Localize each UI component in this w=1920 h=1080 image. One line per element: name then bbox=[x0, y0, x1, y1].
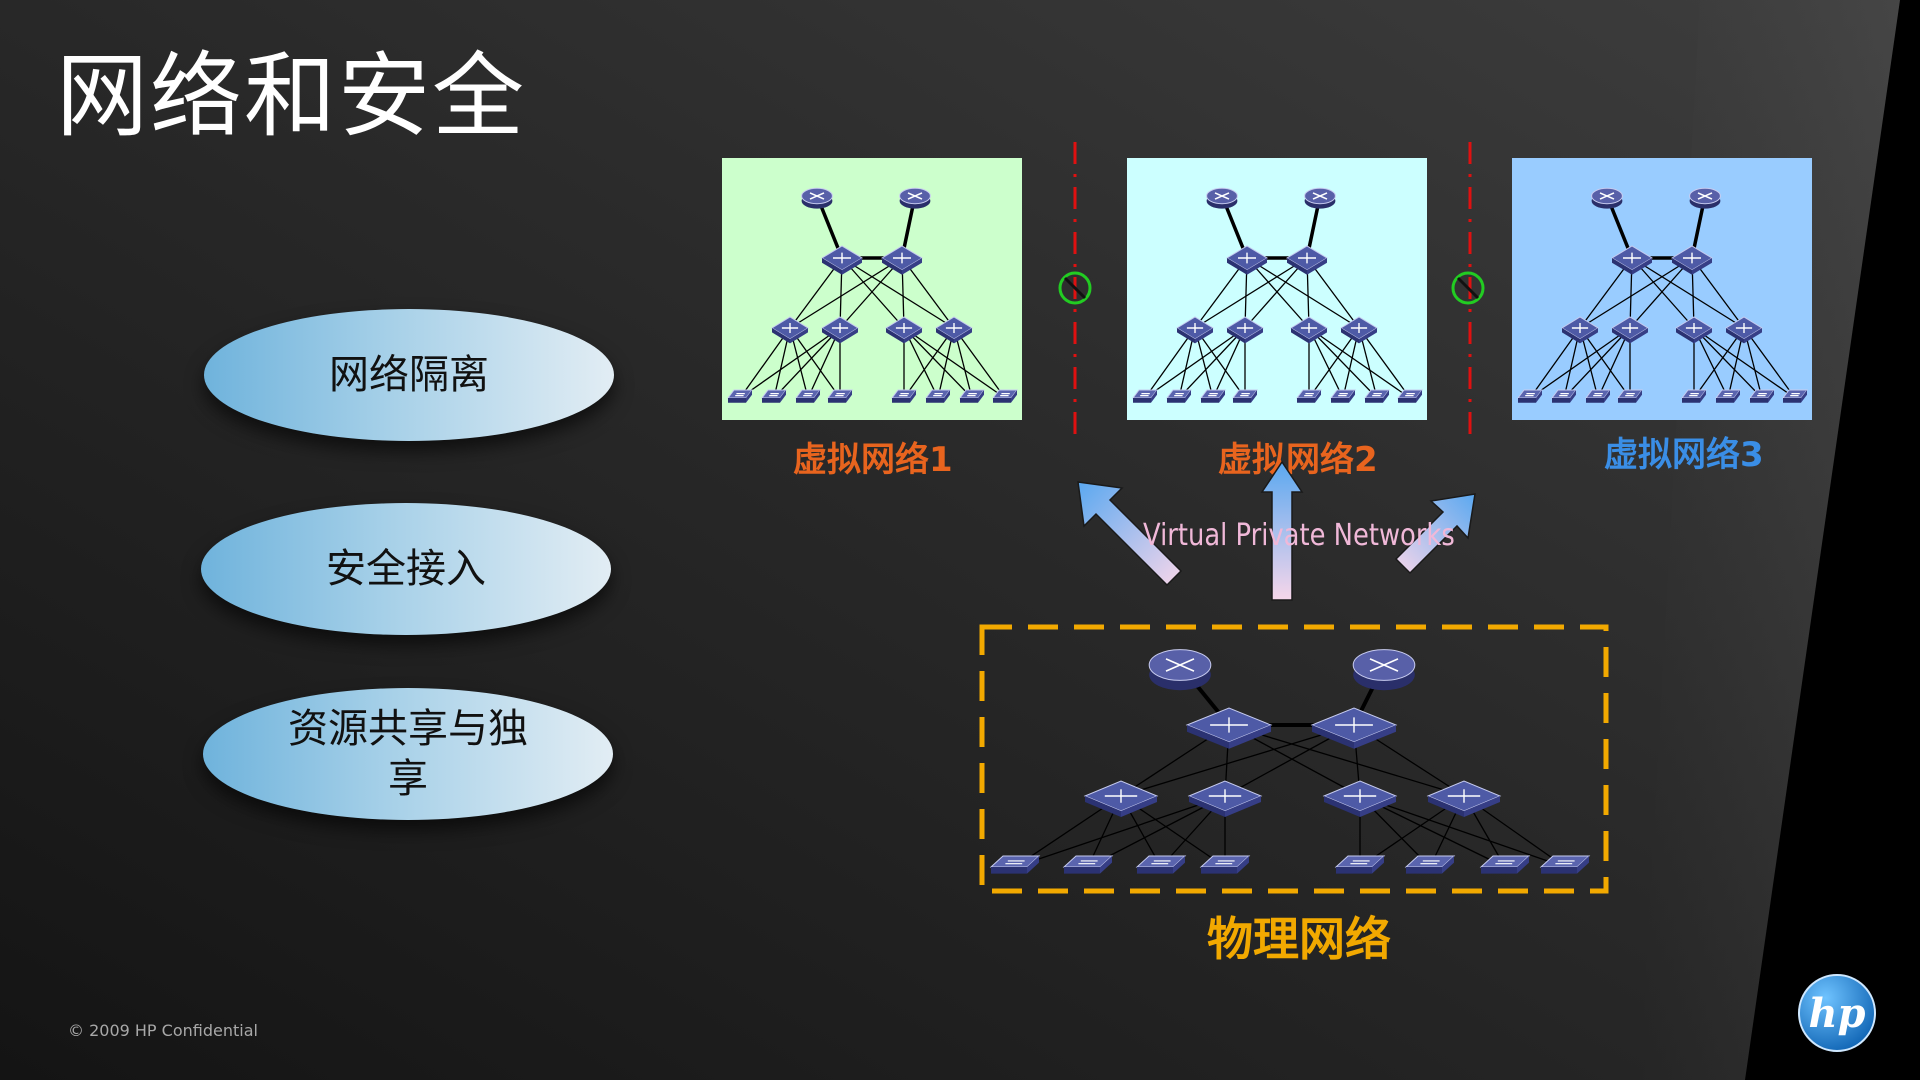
feature-resource-sharing: 资源共享与独享 bbox=[203, 688, 613, 820]
virtual-network-2-label: 虚拟网络2 bbox=[1218, 440, 1378, 480]
access-switch-icon bbox=[1479, 855, 1531, 874]
core-switch-icon bbox=[821, 245, 863, 275]
feature-label: 资源共享与独享 bbox=[288, 706, 528, 802]
router-icon bbox=[801, 187, 833, 209]
distribution-switch-icon bbox=[1083, 780, 1159, 817]
access-switch-icon bbox=[827, 389, 853, 403]
vpn-label: Virtual Private Networks bbox=[1143, 518, 1455, 553]
access-switch-icon bbox=[989, 855, 1041, 874]
router-icon bbox=[1206, 187, 1238, 209]
access-switch-icon bbox=[959, 389, 985, 403]
core-switch-icon bbox=[1286, 245, 1328, 275]
distribution-switch-icon bbox=[821, 316, 859, 344]
hp-logo-icon: hp bbox=[1798, 974, 1876, 1052]
vpn-arrow-center bbox=[1260, 460, 1304, 601]
distribution-switch-icon bbox=[1340, 316, 1378, 344]
access-switch-icon bbox=[1539, 855, 1591, 874]
core-switch-icon bbox=[881, 245, 923, 275]
router-icon bbox=[1591, 187, 1623, 209]
feature-network-isolation: 网络隔离 bbox=[204, 309, 614, 441]
virtual-network-1-label: 虚拟网络1 bbox=[793, 440, 953, 480]
access-switch-icon bbox=[1232, 389, 1258, 403]
virtual-network-1-panel bbox=[722, 158, 1022, 420]
vpn-arrow-right bbox=[1394, 493, 1476, 575]
access-switch-icon bbox=[1715, 389, 1741, 403]
physical-network-label: 物理网络 bbox=[1207, 912, 1391, 966]
access-switch-icon bbox=[1749, 389, 1775, 403]
access-switch-icon bbox=[1199, 855, 1251, 874]
router-icon bbox=[899, 187, 931, 209]
access-switch-icon bbox=[1782, 389, 1808, 403]
access-switch-icon bbox=[1330, 389, 1356, 403]
distribution-switch-icon bbox=[1290, 316, 1328, 344]
distribution-switch-icon bbox=[1176, 316, 1214, 344]
distribution-switch-icon bbox=[885, 316, 923, 344]
virtual-network-3-panel bbox=[1512, 158, 1812, 420]
access-switch-icon bbox=[795, 389, 821, 403]
access-switch-icon bbox=[1166, 389, 1192, 403]
access-switch-icon bbox=[992, 389, 1018, 403]
access-switch-icon bbox=[1364, 389, 1390, 403]
access-switch-icon bbox=[1585, 389, 1611, 403]
access-switch-icon bbox=[925, 389, 951, 403]
access-switch-icon bbox=[1551, 389, 1577, 403]
access-switch-icon bbox=[1132, 389, 1158, 403]
feature-label: 网络隔离 bbox=[329, 352, 489, 398]
access-switch-icon bbox=[1334, 855, 1386, 874]
core-switch-icon bbox=[1310, 707, 1398, 749]
distribution-switch-icon bbox=[1322, 780, 1398, 817]
vpn-arrow-left bbox=[1077, 481, 1183, 587]
feature-secure-access: 安全接入 bbox=[201, 503, 611, 635]
router-icon bbox=[1148, 649, 1212, 691]
distribution-switch-icon bbox=[1611, 316, 1649, 344]
access-switch-icon bbox=[891, 389, 917, 403]
distribution-switch-icon bbox=[1187, 780, 1263, 817]
distribution-switch-icon bbox=[1725, 316, 1763, 344]
core-switch-icon bbox=[1185, 707, 1273, 749]
router-icon bbox=[1352, 649, 1416, 691]
no-entry-icon bbox=[1451, 271, 1485, 305]
access-switch-icon bbox=[1135, 855, 1187, 874]
distribution-switch-icon bbox=[1226, 316, 1264, 344]
feature-label: 安全接入 bbox=[326, 546, 486, 592]
virtual-network-topology bbox=[1512, 158, 1812, 420]
access-switch-icon bbox=[1397, 389, 1423, 403]
router-icon bbox=[1689, 187, 1721, 209]
page-title: 网络和安全 bbox=[56, 43, 527, 150]
access-switch-icon bbox=[1517, 389, 1543, 403]
core-switch-icon bbox=[1611, 245, 1653, 275]
access-switch-icon bbox=[1404, 855, 1456, 874]
distribution-switch-icon bbox=[1426, 780, 1502, 817]
virtual-network-topology bbox=[722, 158, 1022, 420]
access-switch-icon bbox=[1617, 389, 1643, 403]
no-entry-icon bbox=[1058, 271, 1092, 305]
access-switch-icon bbox=[1681, 389, 1707, 403]
access-switch-icon bbox=[1200, 389, 1226, 403]
distribution-switch-icon bbox=[771, 316, 809, 344]
virtual-network-2-panel bbox=[1127, 158, 1427, 420]
core-switch-icon bbox=[1671, 245, 1713, 275]
access-switch-icon bbox=[761, 389, 787, 403]
access-switch-icon bbox=[727, 389, 753, 403]
physical-network-box bbox=[979, 624, 1609, 894]
distribution-switch-icon bbox=[935, 316, 973, 344]
distribution-switch-icon bbox=[1561, 316, 1599, 344]
hp-logo-text: hp bbox=[1808, 990, 1865, 1037]
core-switch-icon bbox=[1226, 245, 1268, 275]
distribution-switch-icon bbox=[1675, 316, 1713, 344]
copyright-text: © 2009 HP Confidential bbox=[68, 1021, 258, 1040]
physical-network-topology bbox=[989, 649, 1591, 874]
access-switch-icon bbox=[1296, 389, 1322, 403]
virtual-network-3-label: 虚拟网络3 bbox=[1604, 435, 1764, 475]
router-icon bbox=[1304, 187, 1336, 209]
virtual-network-topology bbox=[1127, 158, 1427, 420]
access-switch-icon bbox=[1062, 855, 1114, 874]
